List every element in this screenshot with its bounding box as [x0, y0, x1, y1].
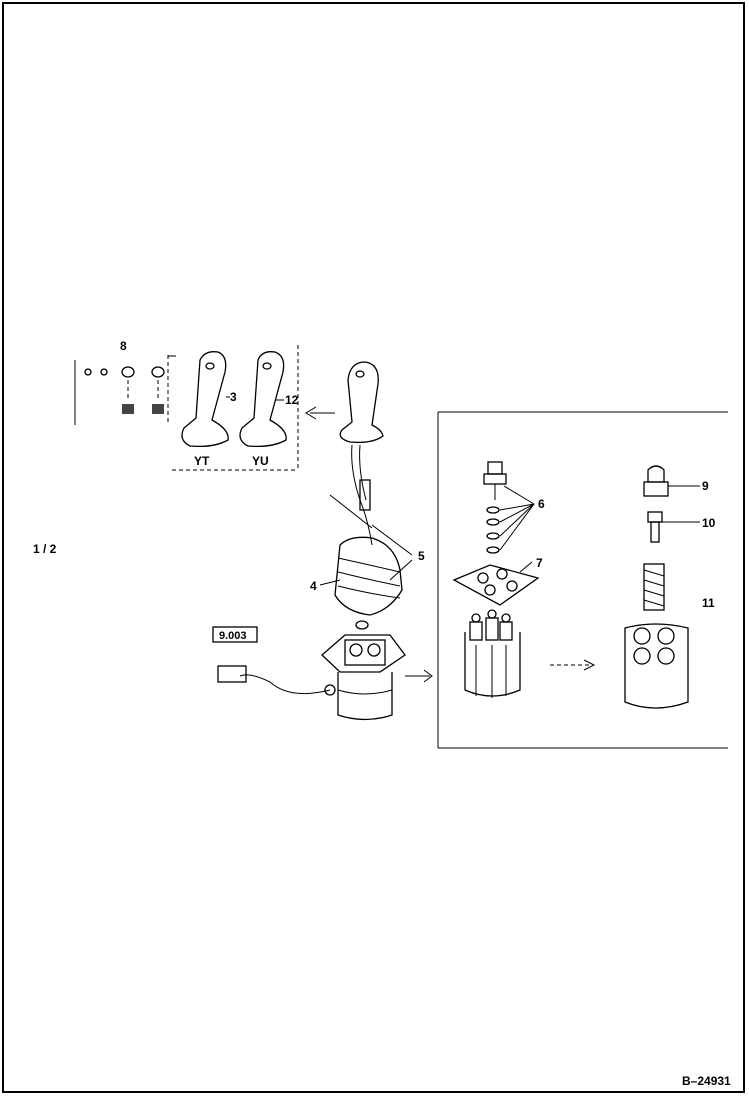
callout-11: 11 [702, 596, 715, 610]
callout-9: 9 [702, 479, 709, 493]
callout-6: 6 [538, 497, 545, 511]
page-indicator: 1 / 2 [33, 542, 57, 556]
variant-yu-label: YU [252, 454, 269, 468]
reference-box-label: 9.003 [219, 630, 247, 642]
connector-icon [217, 665, 247, 683]
spring-icon [122, 404, 134, 414]
callout-5: 5 [418, 549, 425, 563]
small-part-icon [84, 368, 92, 376]
joystick-boot: 4 5 [310, 479, 425, 630]
callout-12: 12 [285, 393, 299, 407]
handle-yt: 3 YT [181, 351, 237, 468]
variant-yt-label: YT [194, 454, 210, 468]
callout-3: 3 [230, 390, 237, 404]
button-cap-icon [151, 366, 165, 378]
detail-panel: 6 7 9 10 11 [437, 411, 728, 749]
spring-icon [152, 404, 164, 414]
valve-body [217, 634, 406, 721]
arrow-left-icon [305, 406, 335, 420]
reference-9003: 9.003 [212, 626, 258, 643]
arrow-right-icon [405, 669, 433, 683]
joystick-handle [339, 361, 384, 546]
callout-7: 7 [536, 556, 543, 570]
button-cap-icon [121, 366, 135, 378]
figure-id: B–24931 [682, 1074, 731, 1088]
handle-yu: 12 YU [239, 351, 299, 468]
handle-parts-group: 8 [74, 339, 299, 471]
callout-10: 10 [702, 516, 716, 530]
callout-4: 4 [310, 579, 317, 593]
small-part-icon [100, 368, 108, 376]
callout-8: 8 [120, 339, 127, 353]
